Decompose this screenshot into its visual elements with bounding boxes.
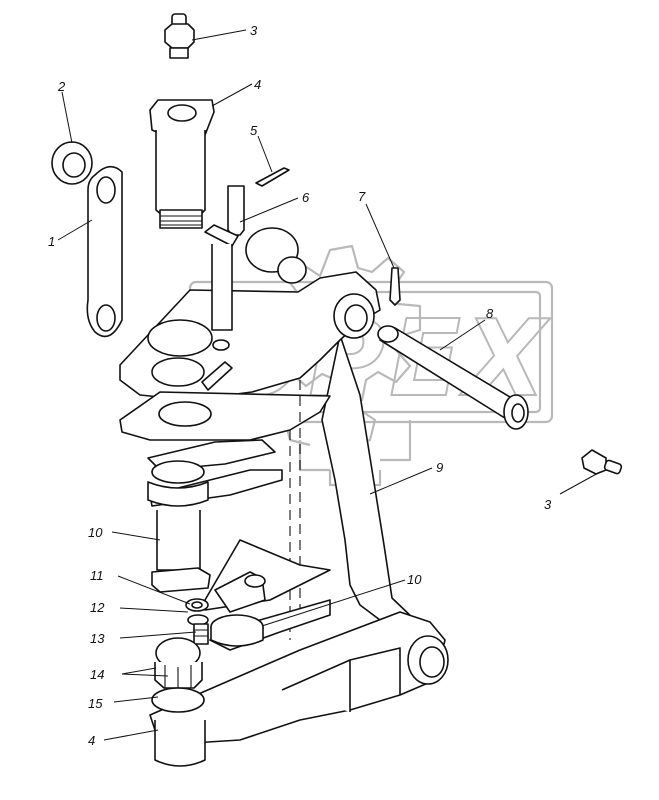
callout-2: 2 (57, 79, 66, 94)
washer-15 (151, 687, 205, 713)
leader-lines (57, 29, 601, 741)
pin-8 (377, 325, 529, 430)
callout-7: 7 (358, 189, 366, 204)
callout-12: 12 (90, 600, 105, 615)
washer-2 (51, 141, 93, 185)
pin-4-bottom (154, 720, 206, 767)
screw-13 (193, 623, 209, 645)
callout-10-lower: 10 (407, 572, 422, 587)
callout-labels: 3 4 2 5 1 6 7 8 9 3 10 11 10 12 13 14 15… (48, 23, 552, 748)
cotter-pin-5 (255, 167, 290, 187)
callout-1: 1 (48, 234, 55, 249)
callout-5: 5 (250, 123, 258, 138)
grease-fitting-3-right (581, 449, 623, 475)
callout-3-top: 3 (250, 23, 258, 38)
bushing-10-lower (204, 539, 331, 651)
callout-3-right: 3 (544, 497, 552, 512)
callout-14: 14 (90, 667, 104, 682)
grease-fitting-3-top (164, 13, 195, 59)
callout-13: 13 (90, 631, 105, 646)
callout-4-bottom: 4 (88, 733, 95, 748)
castle-nut-14 (154, 637, 203, 689)
callout-15: 15 (88, 696, 103, 711)
callout-9: 9 (436, 460, 443, 475)
callout-11: 11 (90, 568, 104, 583)
bushing-10-upper (147, 460, 211, 593)
pin-4-top (149, 99, 215, 229)
callout-8: 8 (486, 306, 494, 321)
link-plate-1 (86, 165, 123, 338)
callout-6: 6 (302, 190, 310, 205)
pin-6 (204, 185, 307, 331)
cotter-pin-7 (389, 267, 401, 306)
callout-4-top: 4 (254, 77, 261, 92)
callout-10-upper: 10 (88, 525, 103, 540)
washer-11 (185, 598, 209, 612)
